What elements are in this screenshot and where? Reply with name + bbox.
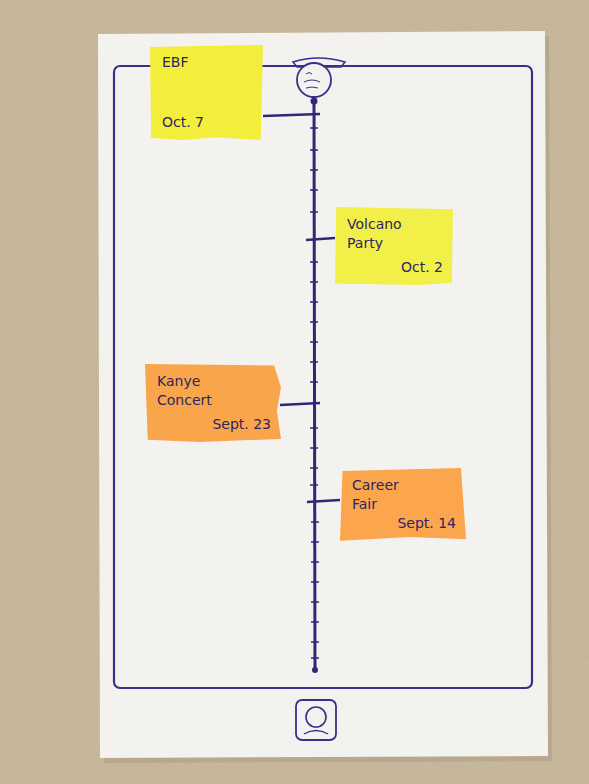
timeline-axis [314, 97, 315, 672]
home-button-ring [306, 707, 326, 727]
event-tick [263, 114, 320, 116]
event-name: EBF [162, 53, 189, 72]
sticky-note: Career FairSept. 14 [340, 468, 466, 541]
screen-outline [114, 66, 532, 688]
paper-card [98, 31, 548, 758]
sticky-note: Volcano PartyOct. 2 [335, 207, 453, 285]
home-button-mark [304, 731, 328, 735]
profile-scribble [304, 73, 320, 89]
event-name: Career Fair [352, 476, 422, 514]
event-date: Sept. 23 [212, 415, 271, 434]
timeline-start [311, 98, 318, 105]
event-name: Kanye Concert [157, 372, 237, 410]
home-button [296, 700, 336, 740]
event-date: Sept. 14 [397, 514, 456, 533]
event-name: Volcano Party [347, 215, 427, 253]
sticky-note: Kanye ConcertSept. 23 [145, 364, 281, 442]
sticky-note: EBF Oct. 7 [150, 45, 263, 140]
event-tick [306, 238, 335, 240]
event-tick [280, 403, 320, 405]
timeline-ticks [310, 128, 319, 658]
event-tick [307, 500, 340, 502]
event-date: Oct. 7 [162, 113, 204, 132]
event-date: Oct. 2 [401, 258, 443, 277]
profile-circle [297, 63, 331, 97]
timeline-end [312, 667, 318, 673]
